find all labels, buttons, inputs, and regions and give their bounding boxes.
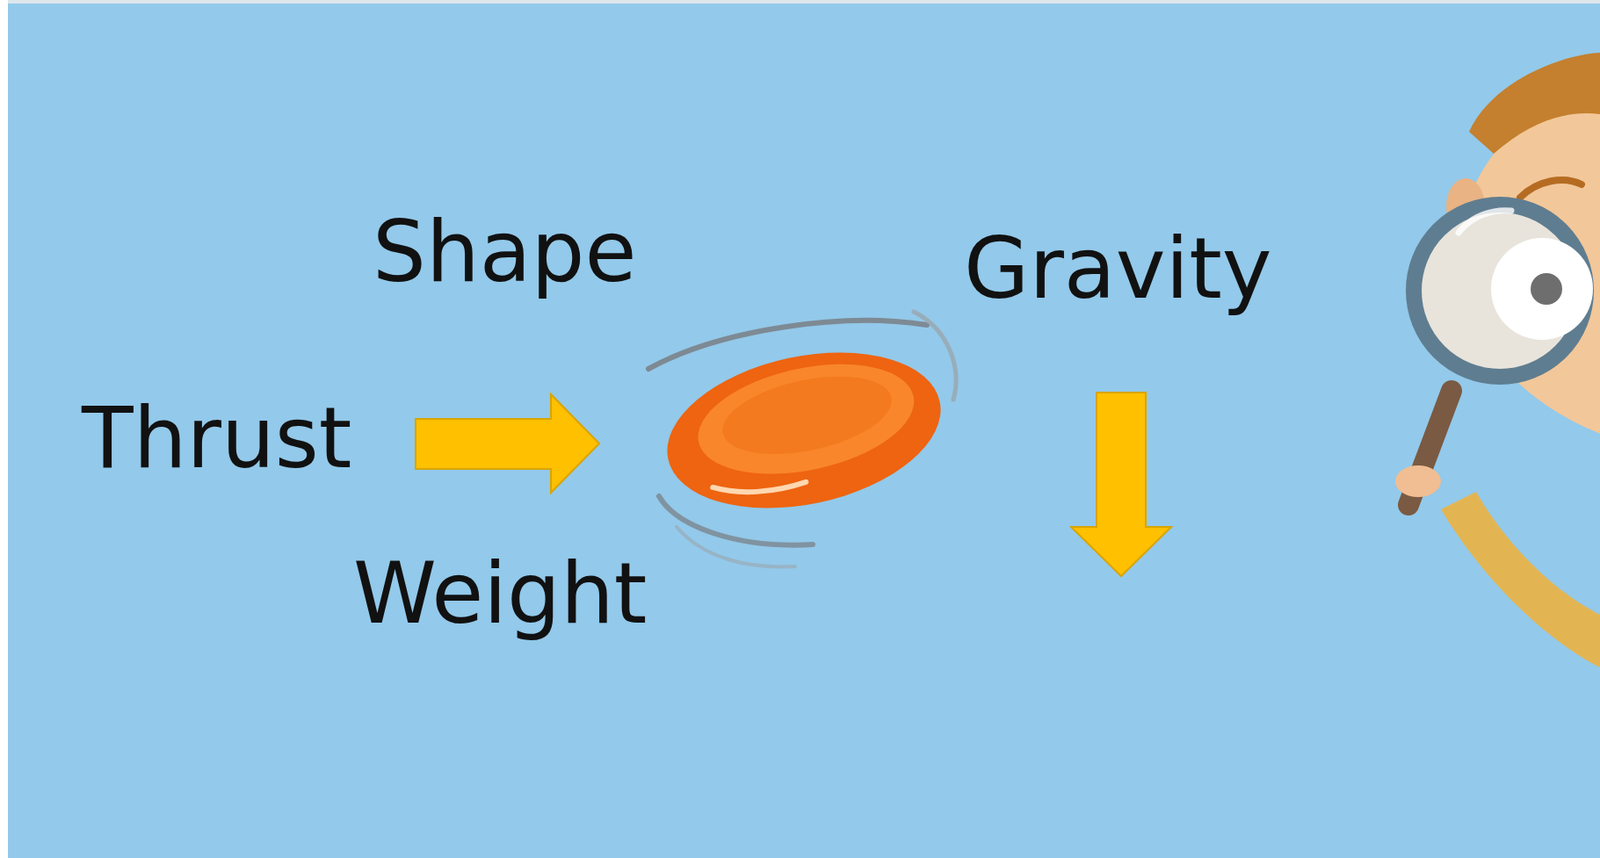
force-label: Thrust xyxy=(81,396,352,481)
left-border xyxy=(0,0,8,858)
force-label: Gravity xyxy=(963,226,1273,312)
force-label: Shape xyxy=(372,209,638,295)
frisbee xyxy=(648,311,956,567)
force-label: Weight xyxy=(353,551,647,637)
top-border xyxy=(0,0,1600,4)
gravity-arrow xyxy=(1071,392,1172,577)
thrust-arrow xyxy=(415,394,600,493)
detective-figure xyxy=(1395,52,1600,668)
